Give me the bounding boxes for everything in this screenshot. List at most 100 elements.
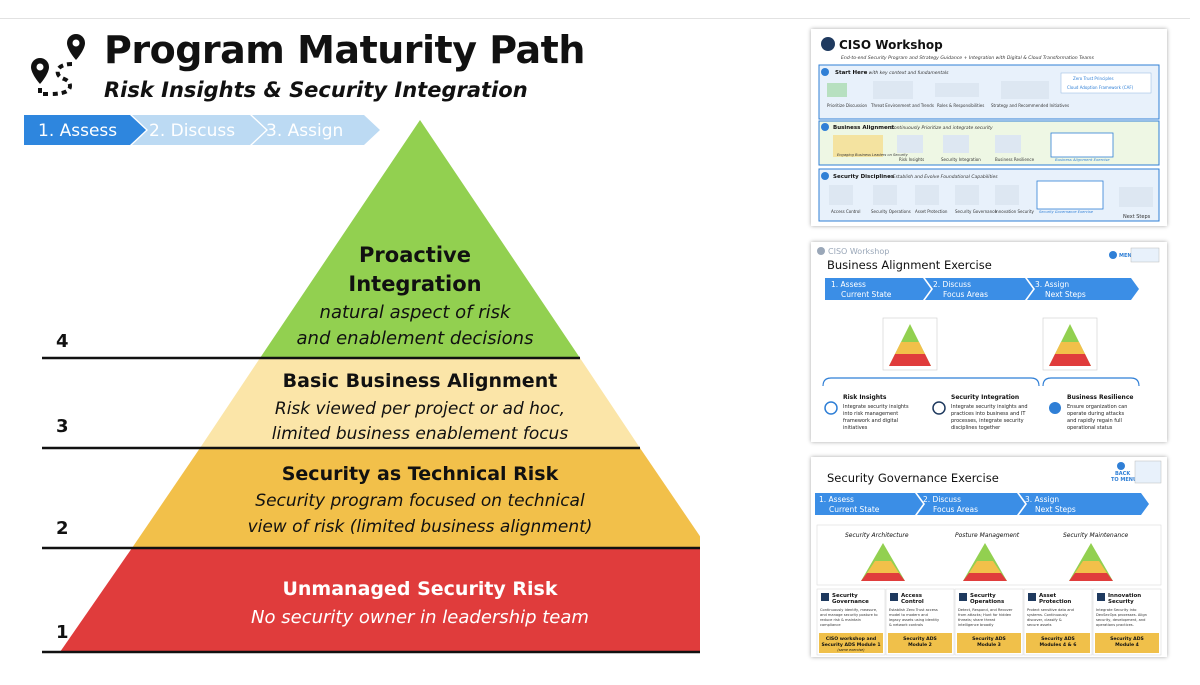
thumb1-section-a: Start Here [835, 70, 868, 76]
svg-text:Next Steps: Next Steps [1045, 290, 1086, 299]
svg-text:Integrate security insights an: Integrate security insights and [951, 404, 1028, 410]
svg-text:TO MENU: TO MENU [1111, 477, 1137, 483]
level-2-desc-line2: view of risk (limited business alignment… [248, 517, 593, 537]
svg-text:2. Discuss: 2. Discuss [933, 280, 971, 289]
capability-module-badge [1095, 633, 1159, 653]
capability-module: Module 2 [908, 642, 932, 648]
capability-module: Security ADS Module 1 [821, 642, 880, 648]
capability-text: DevSecOps processes. Align [1096, 613, 1147, 617]
map-route-icon [26, 30, 92, 104]
page-subtitle: Risk Insights & Security Integration [104, 78, 528, 102]
page-title: Program Maturity Path [104, 28, 585, 72]
svg-text:Ensure organization can: Ensure organization can [1067, 404, 1127, 410]
thumb1-section-c-note: – Establish and Evolve Foundational Capa… [889, 174, 998, 180]
pyramid-level-2 [132, 448, 708, 548]
capability-title: Governance [832, 599, 869, 605]
capability-title: Protection [1039, 599, 1071, 605]
capability-text: systems. Continuously [1027, 613, 1068, 617]
capability-icon [959, 593, 967, 601]
capability-icon [1028, 593, 1036, 601]
svg-text:operational status: operational status [1067, 425, 1113, 431]
thumbnail-security-governance[interactable]: Security Governance Exercise BACK TO MEN… [811, 457, 1167, 657]
svg-text:operate during attacks: operate during attacks [1067, 411, 1124, 417]
pyramid-level-4 [260, 120, 580, 358]
thumb2-network-icon [932, 401, 946, 415]
svg-text:Security Governance: Security Governance [955, 209, 997, 214]
capability-module-badge [819, 633, 883, 653]
capability-icon [1097, 593, 1105, 601]
capability-text: Integrate Security into [1096, 608, 1136, 612]
capability-module: Modules 4 & 6 [1040, 642, 1077, 648]
thumb1-title: CISO Workshop [839, 38, 943, 52]
svg-text:Innovation Security: Innovation Security [995, 209, 1035, 214]
capability-text: and manage security posture to [820, 613, 878, 617]
svg-text:processes, integrate security: processes, integrate security [951, 418, 1024, 424]
capability-text: security, development, and [1096, 618, 1145, 622]
svg-text:1. Assess: 1. Assess [831, 280, 866, 289]
steps-bar: 1. Assess 2. Discuss 3. Assign [24, 115, 384, 149]
step-discuss-label: 2. Discuss [149, 121, 235, 141]
capability-module-badge [957, 633, 1021, 653]
level-1-heading: Unmanaged Security Risk [282, 578, 557, 600]
step-discuss-shape [132, 115, 266, 145]
step-assess-label: 1. Assess [38, 121, 117, 141]
svg-text:practices into business and IT: practices into business and IT [951, 411, 1026, 417]
capability-text: from attacks; Hunt for hidden [958, 613, 1011, 617]
capability-title: Security [832, 593, 858, 599]
level-number-3: 3 [56, 416, 69, 437]
svg-text:Security Maintenance: Security Maintenance [1063, 532, 1128, 539]
svg-text:Security Governance Exercise: Security Governance Exercise [1039, 210, 1094, 214]
capability-module: Security ADS [972, 636, 1006, 642]
capability-text: legacy assets using identity [889, 618, 940, 622]
thumb2-header: CISO Workshop [828, 247, 889, 256]
svg-text:framework and digital: framework and digital [843, 418, 898, 424]
thumb1-section-c: Security Disciplines [833, 174, 895, 180]
thumbnail-business-alignment[interactable]: CISO Workshop Business Alignment Exercis… [811, 242, 1167, 442]
svg-text:3. Assign: 3. Assign [1035, 280, 1069, 289]
thumb1-section-b: Business Alignment [833, 125, 895, 131]
thumb1-subtitle: End-to-end Security Program and Strategy… [841, 55, 1095, 61]
thumb2-magnifier-icon [824, 401, 838, 415]
level-2-desc-line1: Security program focused on technical [255, 491, 585, 511]
svg-text:Next Steps: Next Steps [1035, 505, 1076, 514]
pyramid-level-1 [60, 548, 780, 652]
thumb2-gear-icon [1049, 402, 1061, 414]
level-number-2: 2 [56, 518, 69, 539]
level-3-desc-line2: limited business enablement focus [272, 424, 569, 444]
thumb2-title: Business Alignment Exercise [827, 258, 992, 272]
level-1-desc: No security owner in leadership team [251, 607, 589, 628]
svg-text:Strategy and Recommended Initi: Strategy and Recommended Initiatives [991, 103, 1069, 108]
level-4-heading-line1: Proactive [359, 243, 471, 267]
svg-text:into risk management: into risk management [843, 411, 898, 417]
thumb3-back-icon[interactable] [1117, 462, 1125, 470]
level-4-desc-line2: and enablement decisions [297, 328, 534, 349]
level-3-heading: Basic Business Alignment [283, 370, 558, 392]
capability-title: Asset [1039, 593, 1057, 599]
thumbnail-ciso-workshop[interactable]: CISO Workshop End-to-end Security Progra… [811, 29, 1167, 226]
svg-text:Prioritize Discussion: Prioritize Discussion [827, 103, 868, 108]
svg-text:Zero Trust Principles: Zero Trust Principles [1073, 76, 1114, 81]
capability-module: Security ADS [1110, 636, 1144, 642]
svg-text:Current State: Current State [841, 290, 892, 299]
capability-text: model to modern and [889, 613, 928, 617]
thumb2-menu-icon[interactable] [1109, 251, 1117, 259]
capability-text: Protect sensitive data and [1027, 608, 1074, 612]
level-number-1: 1 [56, 622, 69, 643]
step-assess-shape [24, 115, 146, 145]
svg-text:Focus Areas: Focus Areas [943, 290, 988, 299]
capability-module: CISO workshop and [826, 636, 876, 642]
capability-module: Security ADS [903, 636, 937, 642]
svg-text:Posture Management: Posture Management [955, 532, 1020, 539]
level-3-desc-line1: Risk viewed per project or ad hoc, [275, 399, 565, 419]
capability-title: Innovation [1108, 593, 1141, 599]
capability-title: Control [901, 599, 924, 605]
svg-text:Security Integration: Security Integration [951, 394, 1019, 401]
capability-text: Detect, Respond, and Recover [958, 608, 1013, 612]
level-4-desc-line1: natural aspect of risk [320, 302, 512, 323]
capability-text: threats; share threat [958, 618, 996, 622]
level-2-heading: Security as Technical Risk [282, 463, 559, 485]
capability-text: reduce risk & maintain [820, 618, 861, 622]
svg-text:1. Assess: 1. Assess [819, 495, 854, 504]
capability-module: Module 4 [1115, 642, 1139, 648]
capability-module-badge [888, 633, 952, 653]
